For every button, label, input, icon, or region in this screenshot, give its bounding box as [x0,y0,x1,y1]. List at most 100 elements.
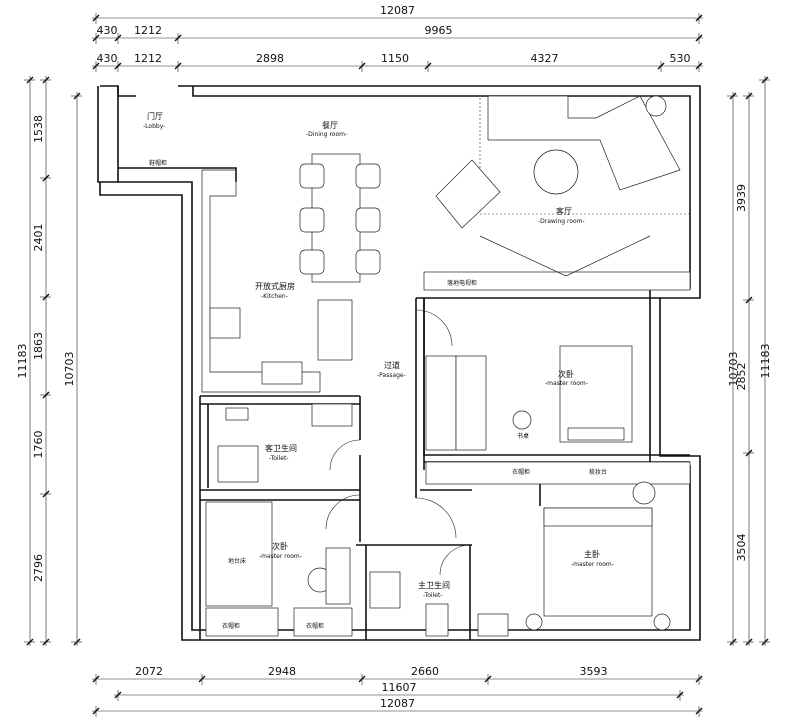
label-desk: 书桌 [517,432,529,440]
svg-text:次卧: 次卧 [558,369,574,379]
dim-tick [745,449,753,457]
room-label-master-toilet: 主卫生间 -Toilet- [418,580,450,599]
wall-segment [117,86,136,97]
toilet-guest [225,407,249,421]
dim-tick [695,34,703,42]
dim-tick [745,296,753,304]
svg-text:过道: 过道 [384,360,400,370]
door-arc [325,494,361,530]
label-wardrobe-b2: 衣帽柜 [306,622,324,630]
dim-tick [695,675,703,683]
dim-tick [92,62,100,70]
room-label-dining: 餐厅 -Dining room- [306,121,347,138]
dim-tick [424,62,432,70]
room-label-passage: 过道 -Passage- [377,360,406,379]
fixtures [201,95,691,637]
svg-text:主卧: 主卧 [584,549,600,559]
svg-text:-Toilet-: -Toilet- [423,592,442,599]
label-floor-bed: 地台床 [228,557,246,565]
dim-tick [174,34,182,42]
room-label-master: 主卧 -master room- [571,549,614,568]
room-label-lobby: 门厅 -Lobby- [143,111,165,130]
wardrobe-b2 [293,607,353,637]
stove [261,361,303,385]
dim-label: 1212 [134,52,162,65]
svg-text:-Kitchen-: -Kitchen- [261,293,288,300]
dim-label: 11183 [16,344,29,379]
svg-text:-Toilet-: -Toilet- [269,455,288,462]
dim-tick [745,92,753,100]
dim-tick [92,675,100,683]
dim-tick [42,490,50,498]
dresser-stool [632,481,656,505]
svg-text:-master room-: -master room- [571,561,614,568]
dim-label: 2852 [735,363,748,391]
svg-text:客厅: 客厅 [556,206,572,216]
room-label-kitchen: 开放式厨房 -Kitchen- [255,281,295,300]
dim-label: 2072 [135,665,163,678]
dim-tick [73,92,81,100]
dim-tick [42,174,50,182]
desk [567,427,625,441]
dim-label: 2401 [32,224,45,252]
dim-tick [695,14,703,22]
dining-chair [355,207,381,233]
wardrobe-b1 [205,607,279,637]
dim-tick [198,675,206,683]
dining-chair [299,163,325,189]
svg-text:餐厅: 餐厅 [322,121,338,130]
dim-label: 11607 [382,681,417,694]
stool [512,410,532,430]
dim-label: 530 [670,52,691,65]
dim-tick [745,638,753,646]
dim-tick [114,62,122,70]
dim-tick [92,707,100,715]
kitchen-counter [201,169,321,393]
dim-tick [92,14,100,22]
shower-master [369,571,401,609]
dim-label: 4327 [531,52,559,65]
label-wardrobe-mid: 衣帽柜 [512,468,530,476]
dim-label: 9965 [425,24,453,37]
dim-tick [42,638,50,646]
dim-label: 3593 [580,665,608,678]
dim-label: 3504 [735,534,748,562]
dim-tick [114,691,122,699]
svg-text:门厅: 门厅 [147,111,163,121]
dim-label: 1760 [32,431,45,459]
wall-segment [97,85,119,183]
side-table [325,547,351,605]
floor-bed [205,501,273,607]
dim-tick [114,34,122,42]
dim-tick [484,675,492,683]
svg-text:-master room-: -master room- [545,380,588,387]
tv-view-lines [479,235,651,277]
dim-tick [729,638,737,646]
dim-label: 1538 [32,115,45,143]
basin-guest [311,403,353,427]
dim-tick [42,391,50,399]
room-label-bedroom-2: 次卧 -master room- [545,369,588,387]
basin-master [477,613,509,637]
svg-text:-master room-: -master room- [259,553,302,560]
dim-tick [695,62,703,70]
sink [209,307,241,339]
label-wardrobe-b1: 衣帽柜 [222,622,240,630]
dim-tick [695,707,703,715]
bed-2 [559,345,633,443]
lamp [645,95,667,117]
dim-tick [729,92,737,100]
dim-tick [676,691,684,699]
dim-label: 1150 [381,52,409,65]
svg-text:次卧: 次卧 [272,541,288,551]
fridge-cabinet [317,299,353,361]
dim-label: 2948 [268,665,296,678]
svg-text:-Drawing room-: -Drawing room- [538,218,585,225]
dim-label: 2898 [256,52,284,65]
dim-tick [358,675,366,683]
dim-label: 1863 [32,332,45,360]
nightstand-left [525,613,543,631]
label-dresser: 梳妆台 [589,468,607,476]
master-pillows [543,507,653,527]
